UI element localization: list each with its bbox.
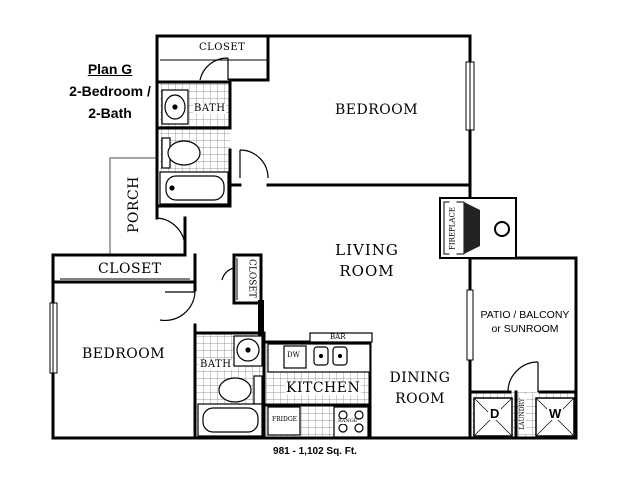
closet-top-label: CLOSET xyxy=(199,42,246,53)
plan-type-line2: 2-Bath xyxy=(88,105,132,121)
plan-type-line1: 2-Bedroom / xyxy=(69,83,151,99)
range-label: RANGE xyxy=(338,418,358,424)
bath-top-fixtures xyxy=(159,89,229,205)
dining-room-label-1: DINING xyxy=(389,370,451,386)
laundry-label: LAUNDRY xyxy=(519,394,526,434)
bath-bottom-label: BATH xyxy=(199,359,233,370)
dryer-label: D xyxy=(488,406,502,421)
closet-shelves xyxy=(55,59,268,300)
washer-label: W xyxy=(547,406,564,421)
bedroom-top-label: BEDROOM xyxy=(335,102,419,118)
patio-label-2: or SUNROOM xyxy=(491,323,559,335)
fireplace-label: FIREPLACE xyxy=(449,200,457,257)
bath-bottom-fixtures xyxy=(197,335,263,437)
windows xyxy=(49,61,475,374)
porch-label: PORCH xyxy=(126,176,142,233)
closet-small-label: CLOSET xyxy=(246,259,257,298)
living-room-label-2: ROOM xyxy=(339,262,395,280)
doors xyxy=(156,57,539,393)
patio-label-1: PATIO / BALCONY xyxy=(480,309,570,321)
bar-label: BAR xyxy=(330,333,346,341)
kitchen-label: KITCHEN xyxy=(285,380,362,396)
living-room-label-1: LIVING xyxy=(335,241,399,259)
fridge-label: FRIDGE xyxy=(272,416,298,423)
bath-top-label: BATH xyxy=(193,103,227,114)
bedroom-left-label: BEDROOM xyxy=(82,346,166,362)
plan-title: Plan G 2-Bedroom / 2-Bath xyxy=(60,58,160,124)
dishwasher-label: DW xyxy=(287,351,300,359)
plan-name: Plan G xyxy=(87,61,133,77)
square-footage: 981 - 1,102 Sq. Ft. xyxy=(273,446,357,457)
closet-left-label: CLOSET xyxy=(98,261,162,277)
dining-room-label-2: ROOM xyxy=(395,391,445,407)
kitchen-fixtures xyxy=(267,332,373,438)
